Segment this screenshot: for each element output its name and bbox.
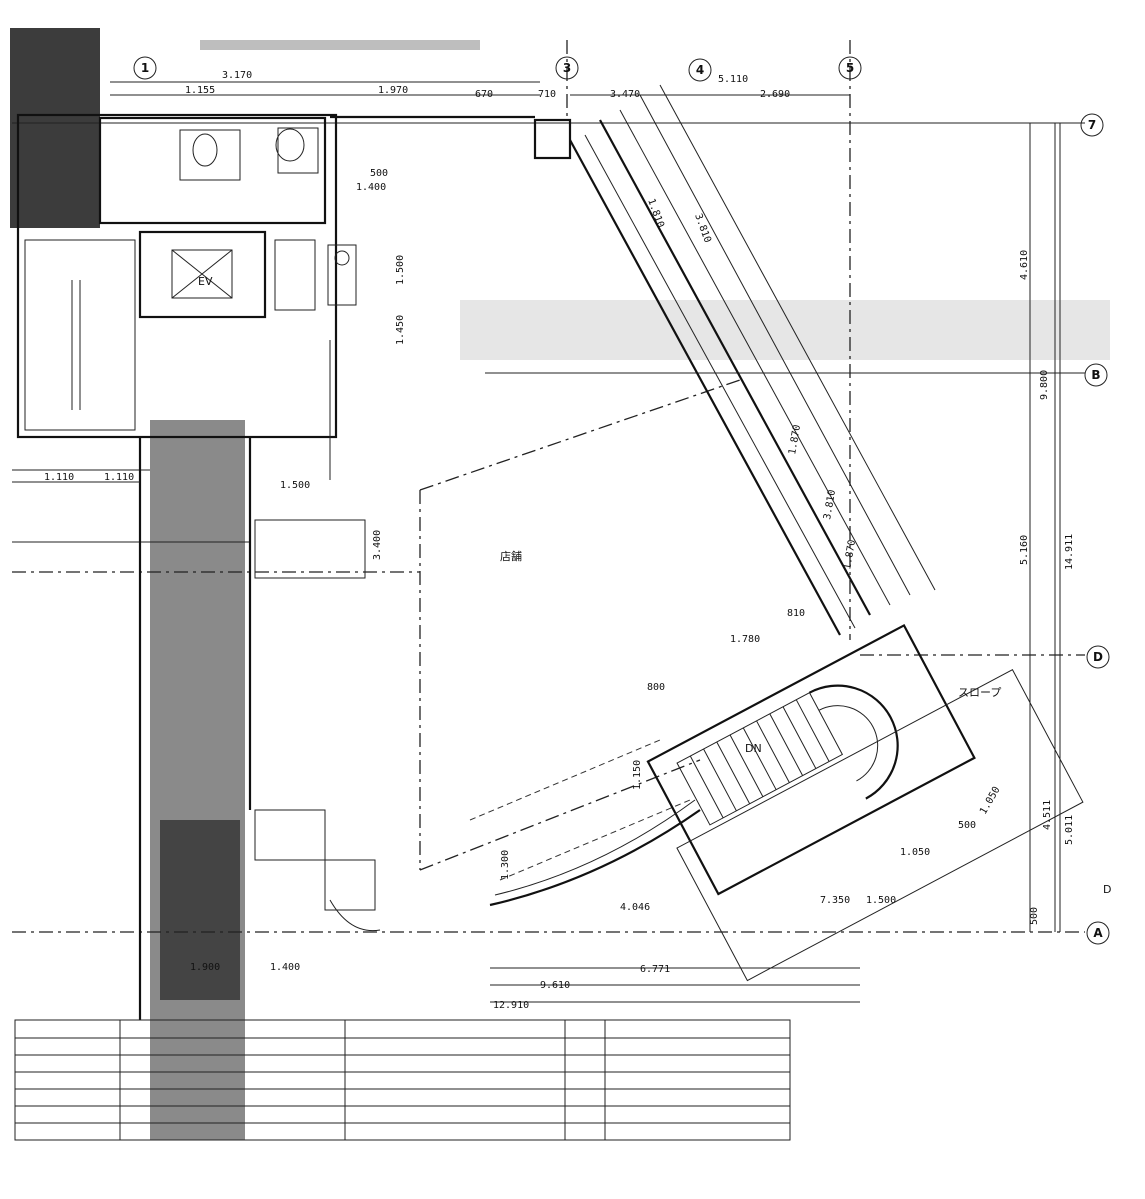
axis-bubble-right-d: D [1086,645,1110,669]
dim-text: 1.150 [632,760,643,790]
stair-dn-label: DN [745,742,762,755]
dim-text: 5.110 [718,74,748,85]
dim-text: 1.900 [190,962,220,973]
dim-text: 3.400 [372,530,383,560]
axis-bubble-top-5: 5 [838,56,862,80]
axis-label: 1 [141,61,149,75]
shop-outline [419,379,741,881]
dim-text: 4.046 [620,902,650,913]
stair-block [646,623,1084,982]
axis-bubble-top-1: 1 [133,56,157,80]
dim-text: 810 [787,608,805,619]
axis-label: A [1093,926,1103,940]
ev-label: EV [198,275,213,288]
dim-text: 1.500 [280,480,310,491]
dim-text: 3.470 [610,89,640,100]
dim-text: 1.500 [866,895,896,906]
dim-text: 500 [958,820,976,831]
dim-text: 9.800 [1039,370,1050,400]
axis-label: 7 [1088,118,1096,132]
dim-text: 1.500 [395,255,406,285]
dim-text: 1.050 [978,785,1003,817]
room-label: 店舗 [500,549,522,563]
dim-text: 9.610 [540,980,570,991]
dim-text: 1.400 [356,182,386,193]
dim-text: 1.810 [645,197,666,229]
axis-label: B [1091,368,1100,382]
dim-text: 5.011 [1064,815,1075,845]
dim-text: 500 [1029,907,1040,925]
axis-bubble-right-7: 7 [1080,113,1104,137]
front-curve [329,799,701,932]
dim-text: 1.870 [842,539,858,571]
schedule-table [14,1019,791,1141]
dim-text: 14.911 [1064,534,1075,570]
axis-bubble-right-a: A [1086,921,1110,945]
dim-text: 1.110 [44,472,74,483]
dim-text: 5.160 [1019,535,1030,565]
dim-text: 1.870 [787,424,803,456]
dim-text: 1.300 [500,850,511,880]
dim-text: 3.170 [222,70,252,81]
ramp-band [569,84,936,636]
dim-text: 1.450 [395,315,406,345]
dim-text: 1.780 [730,634,760,645]
dimension-texts-vertical: 1.500 1.450 3.400 4.610 9.800 5.160 14.9… [372,197,1075,925]
axis-label: 3 [563,61,571,75]
axis-label: 4 [696,63,704,77]
front-wall [330,115,572,160]
dim-text: 3.810 [822,489,838,521]
dimension-lines [12,81,1061,1003]
dim-text: 710 [538,89,556,100]
dimension-texts: 3.170 1.155 1.970 670 710 3.470 5.110 2.… [44,70,976,1011]
dim-text: 670 [475,89,493,100]
dim-text: 6.771 [640,964,670,975]
dim-text: 1.970 [378,85,408,96]
slope-label: スロープ [958,686,1001,699]
axis-bubble-top-4: 4 [688,58,712,82]
dim-text: 1.400 [270,962,300,973]
axis-bubble-right-b: B [1084,363,1108,387]
dim-text: 1.155 [185,85,215,96]
scan-noise [10,28,1110,1140]
left-core [16,113,376,1020]
axis-bubble-top-3: 3 [555,56,579,80]
dim-text: 4.511 [1042,800,1053,830]
dim-text: 1.050 [900,847,930,858]
dim-text: 7.350 [820,895,850,906]
d-mark-label: D [1103,883,1111,896]
grid-lines [12,40,1085,933]
axis-label: 5 [846,61,854,75]
dim-text: 4.610 [1019,250,1030,280]
dim-text: 500 [370,168,388,179]
dim-text: 12.910 [493,1000,529,1011]
dim-text: 2.690 [760,89,790,100]
dim-text: 3.810 [692,212,713,244]
dim-text: 800 [647,682,665,693]
dim-text: 1.110 [104,472,134,483]
axis-label: D [1093,650,1103,664]
